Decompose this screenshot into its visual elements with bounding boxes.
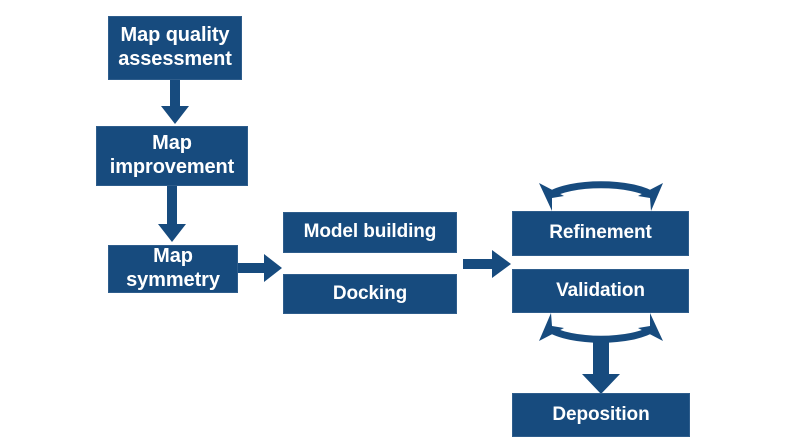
connector-cycle-top-arc: [539, 181, 663, 211]
node-refinement[interactable]: Refinement: [512, 211, 689, 256]
node-validation[interactable]: Validation: [512, 269, 689, 313]
node-map-quality-assessment[interactable]: Map quality assessment: [108, 16, 242, 80]
connector-cycle-to-deposition: [582, 338, 620, 394]
connector-cycle-bottom-arc: [539, 313, 663, 343]
node-docking[interactable]: Docking: [283, 274, 457, 314]
node-map-improvement[interactable]: Map improvement: [96, 126, 248, 186]
connector-symmetry-to-building: [238, 254, 282, 282]
node-model-building[interactable]: Model building: [283, 212, 457, 253]
connector-building-to-refinement: [463, 250, 511, 278]
connector-quality-to-improvement: [161, 80, 189, 124]
connector-improvement-to-symmetry: [158, 186, 186, 242]
node-deposition[interactable]: Deposition: [512, 393, 690, 437]
node-map-symmetry[interactable]: Map symmetry: [108, 245, 238, 293]
